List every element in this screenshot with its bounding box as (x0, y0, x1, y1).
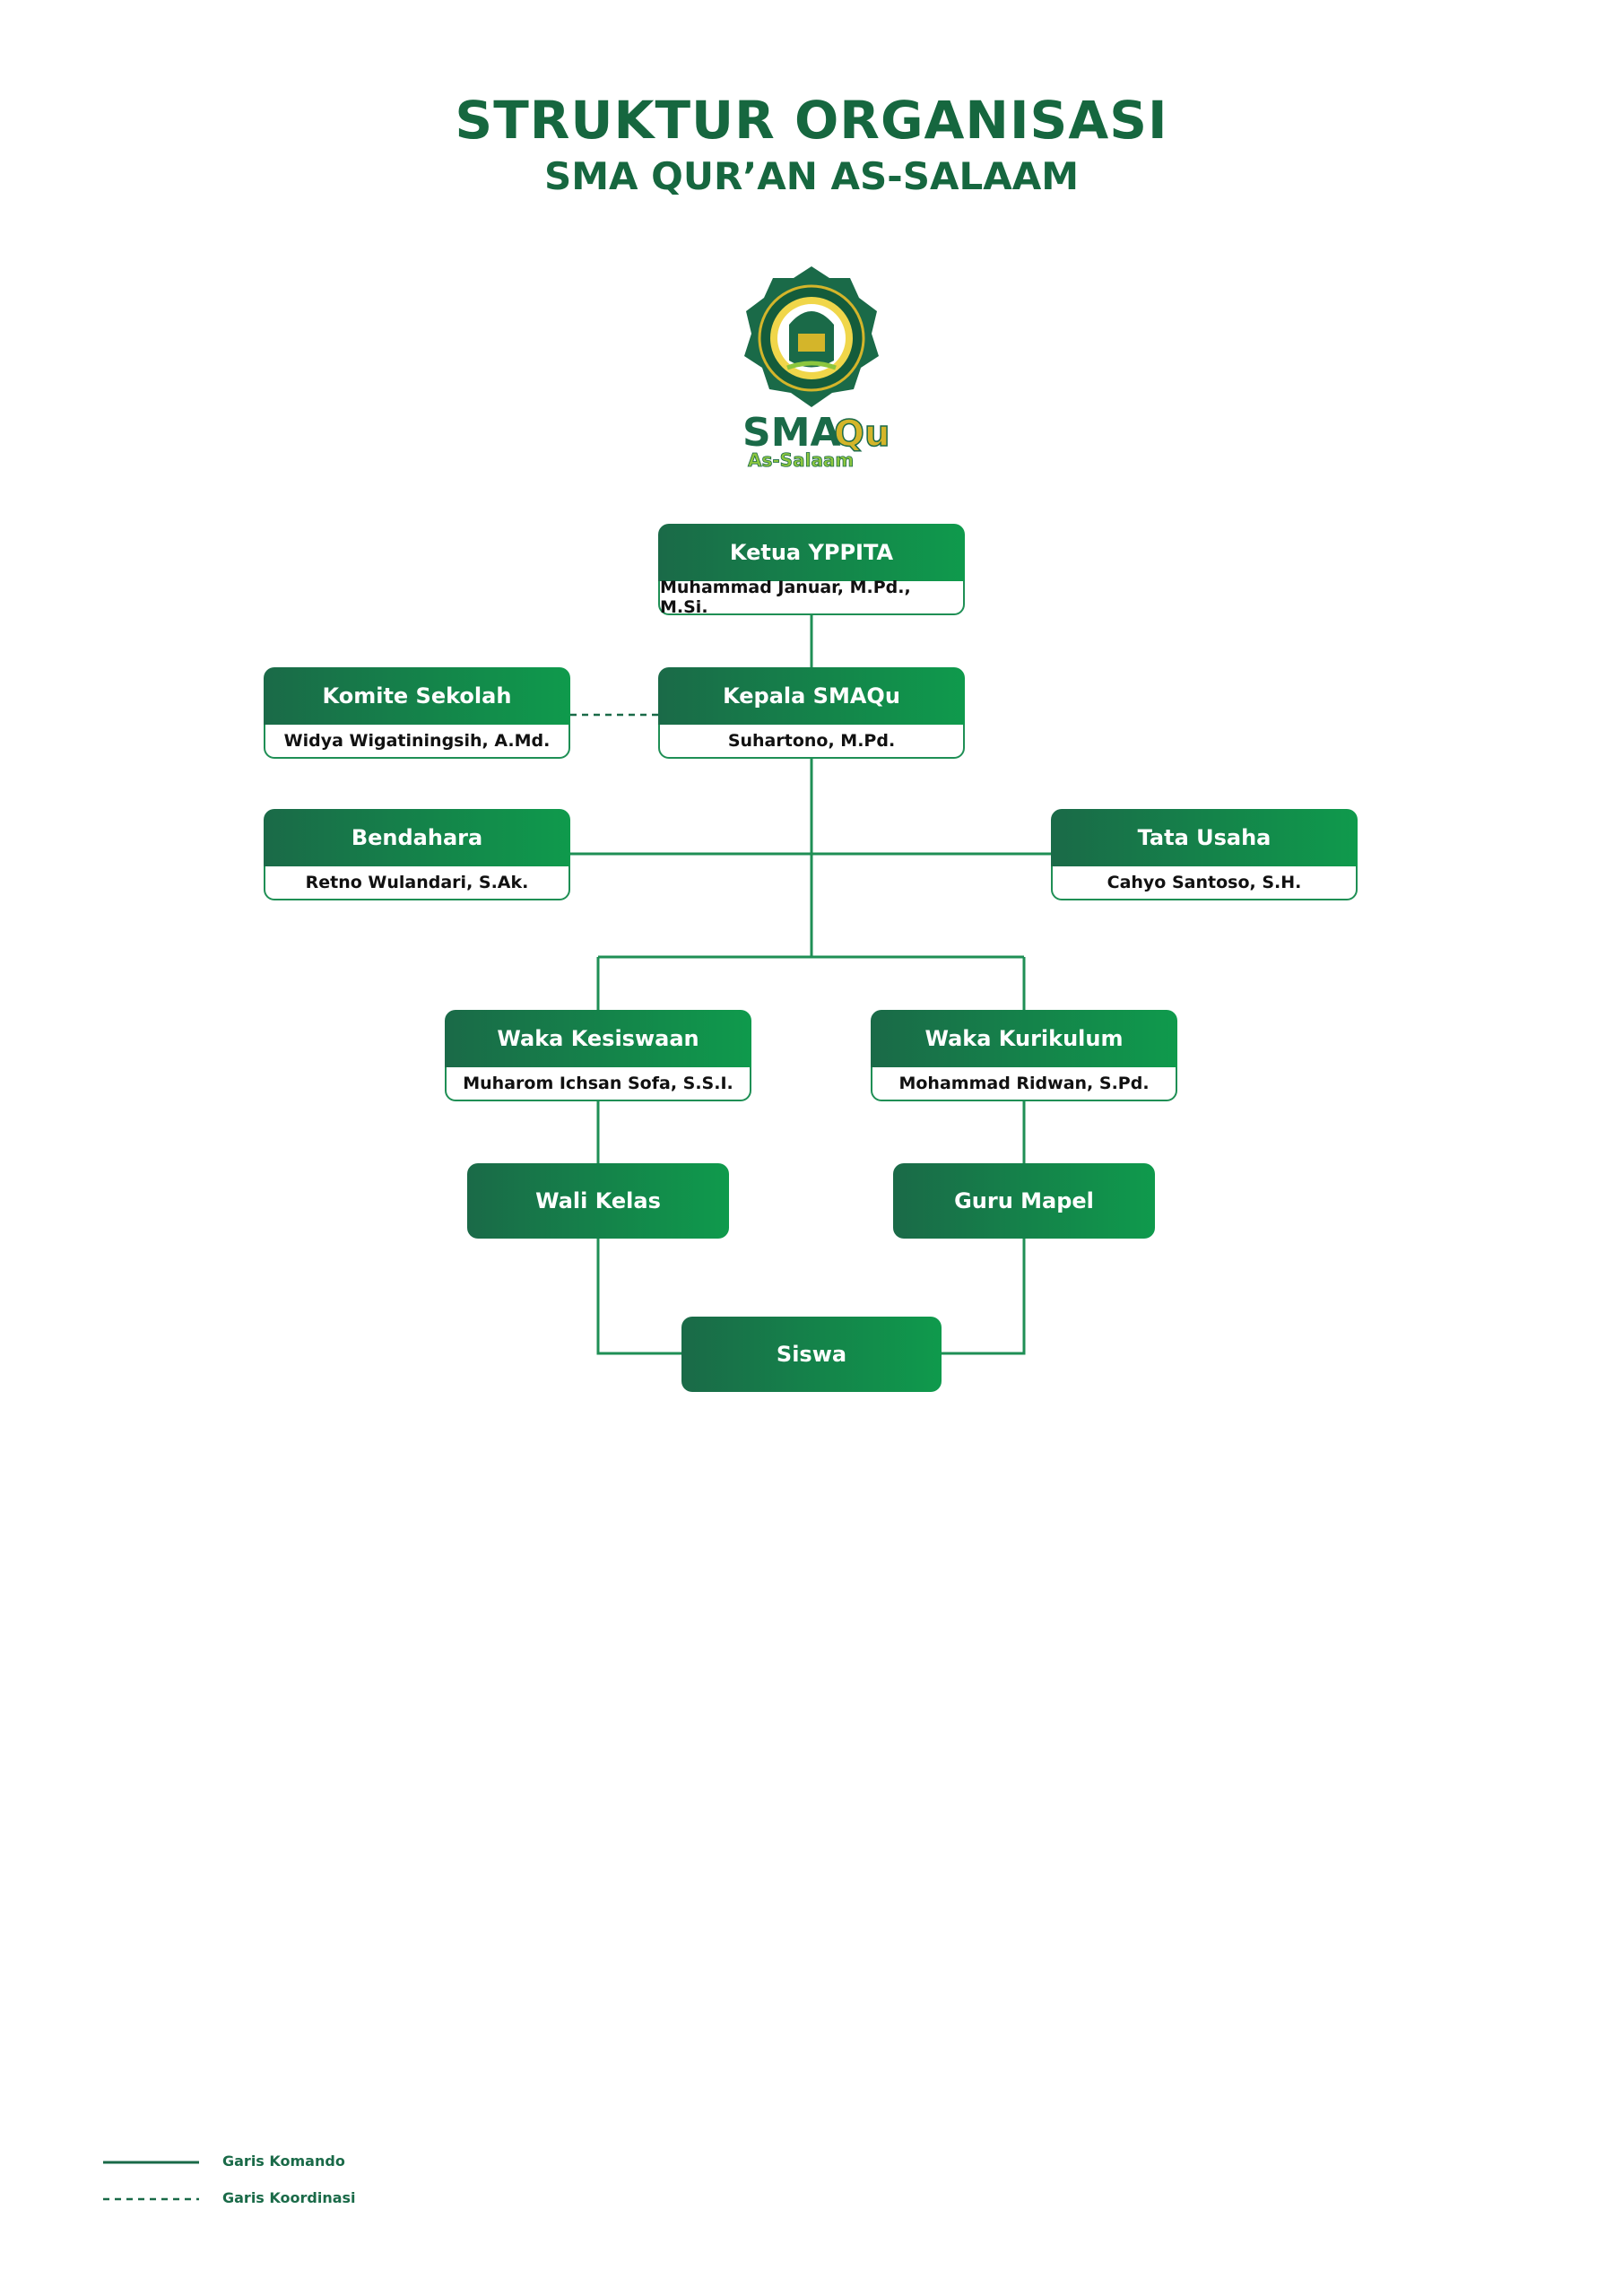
line-walikelas-siswa (596, 1239, 681, 1355)
node-waka-kesiswaan: Waka Kesiswaan Muharom Ichsan Sofa, S.S.… (445, 1010, 751, 1101)
node-wali-kelas: Wali Kelas (467, 1163, 729, 1239)
node-person: Widya Wigatiningsih, A.Md. (264, 725, 570, 759)
legend-coordination-label: Garis Koordinasi (222, 2189, 356, 2206)
legend-command-label: Garis Komando (222, 2152, 345, 2170)
wordmark-sub: As-Salaam (748, 449, 854, 468)
wordmark-main: SMA (742, 410, 841, 456)
node-person: Retno Wulandari, S.Ak. (264, 866, 570, 900)
node-person: Mohammad Ridwan, S.Pd. (871, 1067, 1177, 1101)
node-person: Muharom Ichsan Sofa, S.S.I. (445, 1067, 751, 1101)
node-komite-sekolah: Komite Sekolah Widya Wigatiningsih, A.Md… (264, 667, 570, 759)
node-role: Komite Sekolah (264, 667, 570, 725)
node-waka-kurikulum: Waka Kurikulum Mohammad Ridwan, S.Pd. (871, 1010, 1177, 1101)
node-role: Ketua YPPITA (658, 524, 965, 581)
node-role: Waka Kesiswaan (445, 1010, 751, 1067)
node-role: Bendahara (264, 809, 570, 866)
node-tata-usaha: Tata Usaha Cahyo Santoso, S.H. (1051, 809, 1358, 900)
wordmark: SMA Qu As-Salaam (742, 410, 888, 468)
node-guru-mapel: Guru Mapel (893, 1163, 1155, 1239)
school-logo: SMA Qu As-Salaam (742, 266, 888, 468)
node-ketua-yppita: Ketua YPPITA Muhammad Januar, M.Pd., M.S… (658, 524, 965, 617)
node-person: Muhammad Januar, M.Pd., M.Si. (658, 578, 965, 617)
node-role: Kepala SMAQu (658, 667, 965, 725)
line-gurumapel-siswa (942, 1239, 1026, 1355)
page-subtitle: SMA QUR’AN AS-SALAAM (543, 154, 1080, 198)
node-role: Tata Usaha (1051, 809, 1358, 866)
node-bendahara: Bendahara Retno Wulandari, S.Ak. (264, 809, 570, 900)
page-title: STRUKTUR ORGANISASI (455, 90, 1168, 151)
node-kepala-smaqu: Kepala SMAQu Suhartono, M.Pd. (658, 667, 965, 759)
node-person: Suhartono, M.Pd. (658, 725, 965, 759)
node-role: Waka Kurikulum (871, 1010, 1177, 1067)
emblem-icon (744, 266, 879, 407)
wordmark-accent: Qu (834, 413, 888, 455)
node-siswa: Siswa (681, 1317, 942, 1392)
node-person: Cahyo Santoso, S.H. (1051, 866, 1358, 900)
